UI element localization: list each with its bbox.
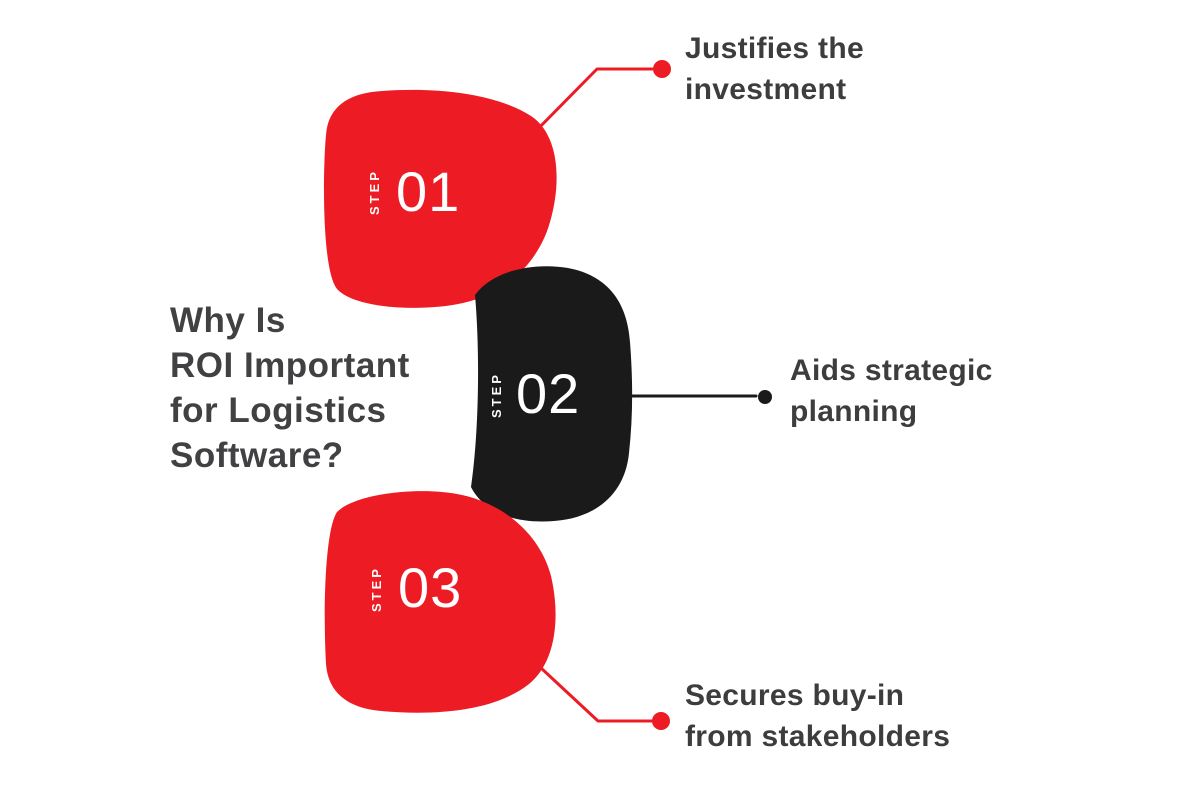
connector-dot-2 (758, 390, 772, 404)
step-01-blob (323, 89, 557, 308)
step-03-word-label: STEP (368, 566, 384, 612)
callout-justifies-investment: Justifies the investment (685, 32, 864, 106)
connector-dot-3 (652, 712, 670, 730)
step-01-word-label: STEP (366, 169, 382, 215)
step-02-word-label: STEP (488, 372, 504, 418)
step-02-number: 02 (516, 362, 581, 425)
step-01-number: 01 (396, 160, 461, 223)
callout-aids-strategic-planning: Aids strategic planning (790, 354, 993, 428)
connector-line-3 (525, 653, 654, 723)
connector-line-1 (525, 67, 654, 142)
step-02-blob (471, 266, 633, 522)
step-03-number: 03 (398, 556, 463, 619)
step-03-blob (324, 491, 556, 713)
callout-secures-buy-in: Secures buy-in from stakeholders (685, 679, 951, 753)
page-title: Why Is ROI Important for Logistics Softw… (170, 301, 410, 475)
connector-dot-1 (653, 60, 671, 78)
